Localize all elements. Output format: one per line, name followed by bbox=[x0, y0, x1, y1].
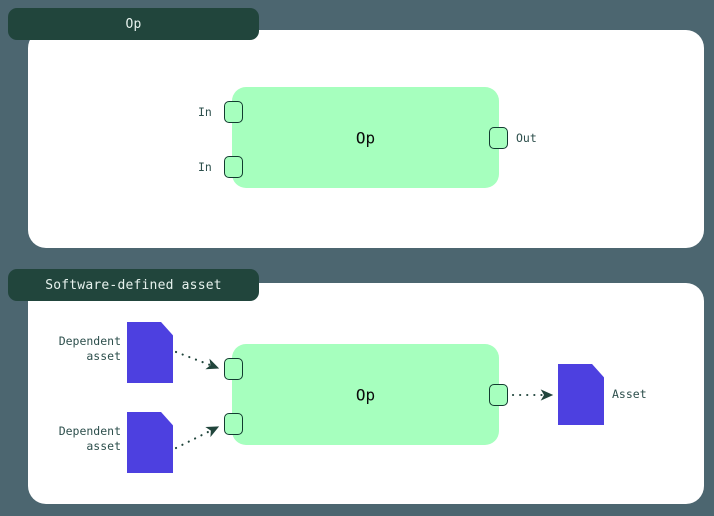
op-node-bottom[interactable]: Op bbox=[232, 344, 499, 445]
panel-tab-software-defined-asset[interactable]: Software-defined asset bbox=[8, 269, 259, 301]
port-label-out-top: Out bbox=[516, 131, 537, 145]
op-node-top-label: Op bbox=[355, 128, 376, 147]
op-node-top[interactable]: Op bbox=[232, 87, 499, 188]
port-square-icon-in-1-bottom[interactable] bbox=[224, 358, 243, 380]
port-square-icon-in-1-top[interactable] bbox=[224, 101, 243, 123]
asset-document-icon-output[interactable] bbox=[558, 364, 604, 425]
panel-tab-op[interactable]: Op bbox=[8, 8, 259, 40]
port-square-icon-in-2-top[interactable] bbox=[224, 156, 243, 178]
asset-document-icon-dependent-1[interactable] bbox=[127, 322, 173, 383]
port-label-in-2-top: In bbox=[198, 160, 212, 174]
port-square-icon-out-top[interactable] bbox=[489, 127, 508, 149]
output-asset-label: Asset bbox=[612, 387, 647, 401]
dependent-asset-2-label: Dependent asset bbox=[58, 424, 121, 453]
asset-document-icon-dependent-2[interactable] bbox=[127, 412, 173, 473]
dependent-asset-1-label: Dependent asset bbox=[58, 334, 121, 363]
port-square-icon-in-2-bottom[interactable] bbox=[224, 413, 243, 435]
port-label-in-1-top: In bbox=[198, 105, 212, 119]
op-node-bottom-label: Op bbox=[355, 385, 376, 404]
port-square-icon-out-bottom[interactable] bbox=[489, 384, 508, 406]
